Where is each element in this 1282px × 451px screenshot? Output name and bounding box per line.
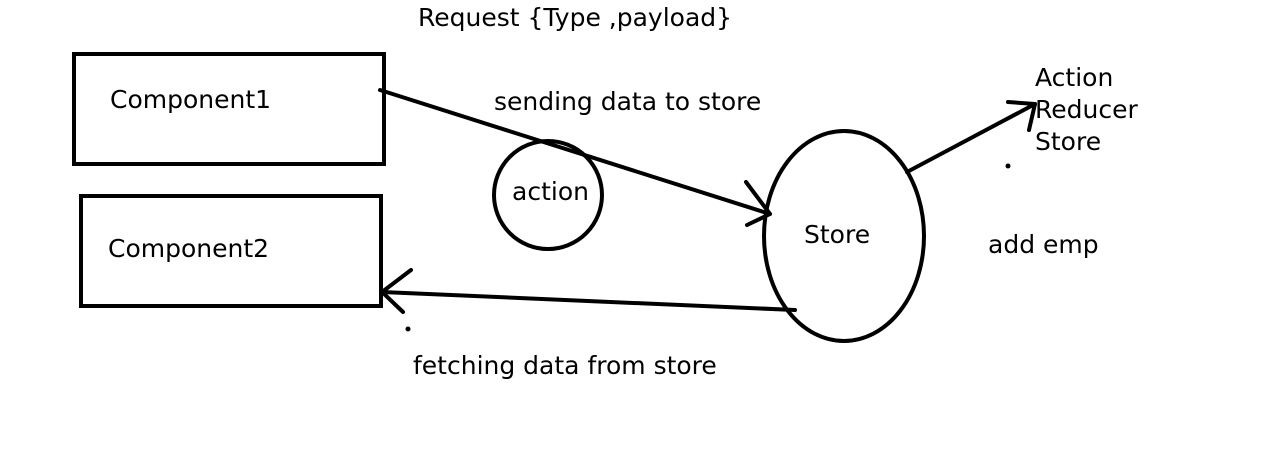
store-ellipse — [762, 129, 926, 343]
stray-dot-left — [405, 326, 411, 332]
action-circle — [492, 139, 604, 251]
fetch-arrow-line — [380, 290, 797, 312]
send-arrow-head — [744, 180, 772, 227]
send-arrow-line — [378, 88, 772, 216]
fetch-arrow-head — [380, 268, 413, 314]
list-item-reducer: Reducer — [1035, 95, 1138, 124]
add-emp-label: add emp — [988, 230, 1099, 259]
stray-dot-right — [1005, 163, 1011, 169]
list-item-store: Store — [1035, 127, 1101, 156]
component2-label: Component2 — [108, 234, 269, 263]
sending-data-label: sending data to store — [494, 87, 761, 116]
request-label: Request {Type ,payload} — [418, 3, 732, 32]
component1-box — [72, 52, 386, 166]
component2-box — [79, 194, 383, 308]
action-label: action — [512, 177, 589, 206]
fetching-data-label: fetching data from store — [413, 351, 717, 380]
store-label: Store — [804, 220, 870, 249]
component1-label: Component1 — [110, 85, 271, 114]
list-arrow-head — [1006, 100, 1037, 132]
list-item-action: Action — [1035, 63, 1113, 92]
list-arrow-line — [905, 102, 1037, 174]
